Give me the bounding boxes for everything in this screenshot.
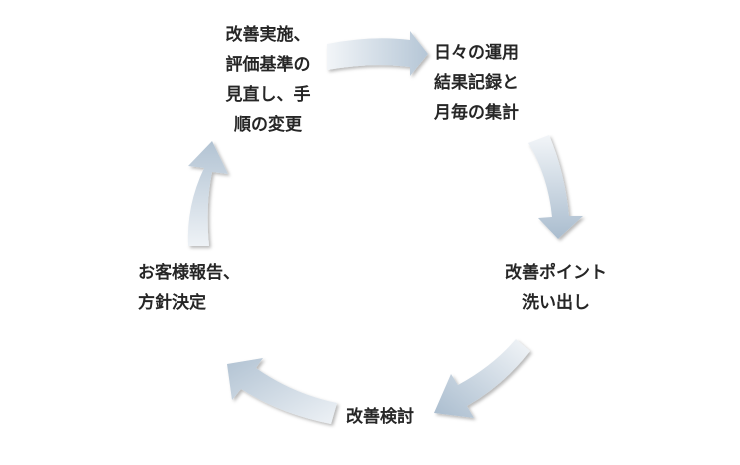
arrow-implement-to-record [327, 31, 428, 76]
step-label-report: お客様報告、 方針決定 [138, 263, 240, 313]
step-label-record: 日々の運用 結果記録と 月毎の集計 [434, 43, 519, 123]
arrow-review-to-report [227, 358, 337, 424]
arrow-record-to-identify [528, 135, 583, 239]
arrow-identify-to-review [434, 339, 530, 418]
step-label-identify: 改善ポイント 洗い出し [505, 263, 607, 313]
step-label-implement: 改善実施、 評価基準の 見直し、手 順の変更 [225, 25, 311, 135]
step-label-review: 改善検討 [346, 407, 414, 427]
arrow-report-to-implement [187, 141, 228, 246]
